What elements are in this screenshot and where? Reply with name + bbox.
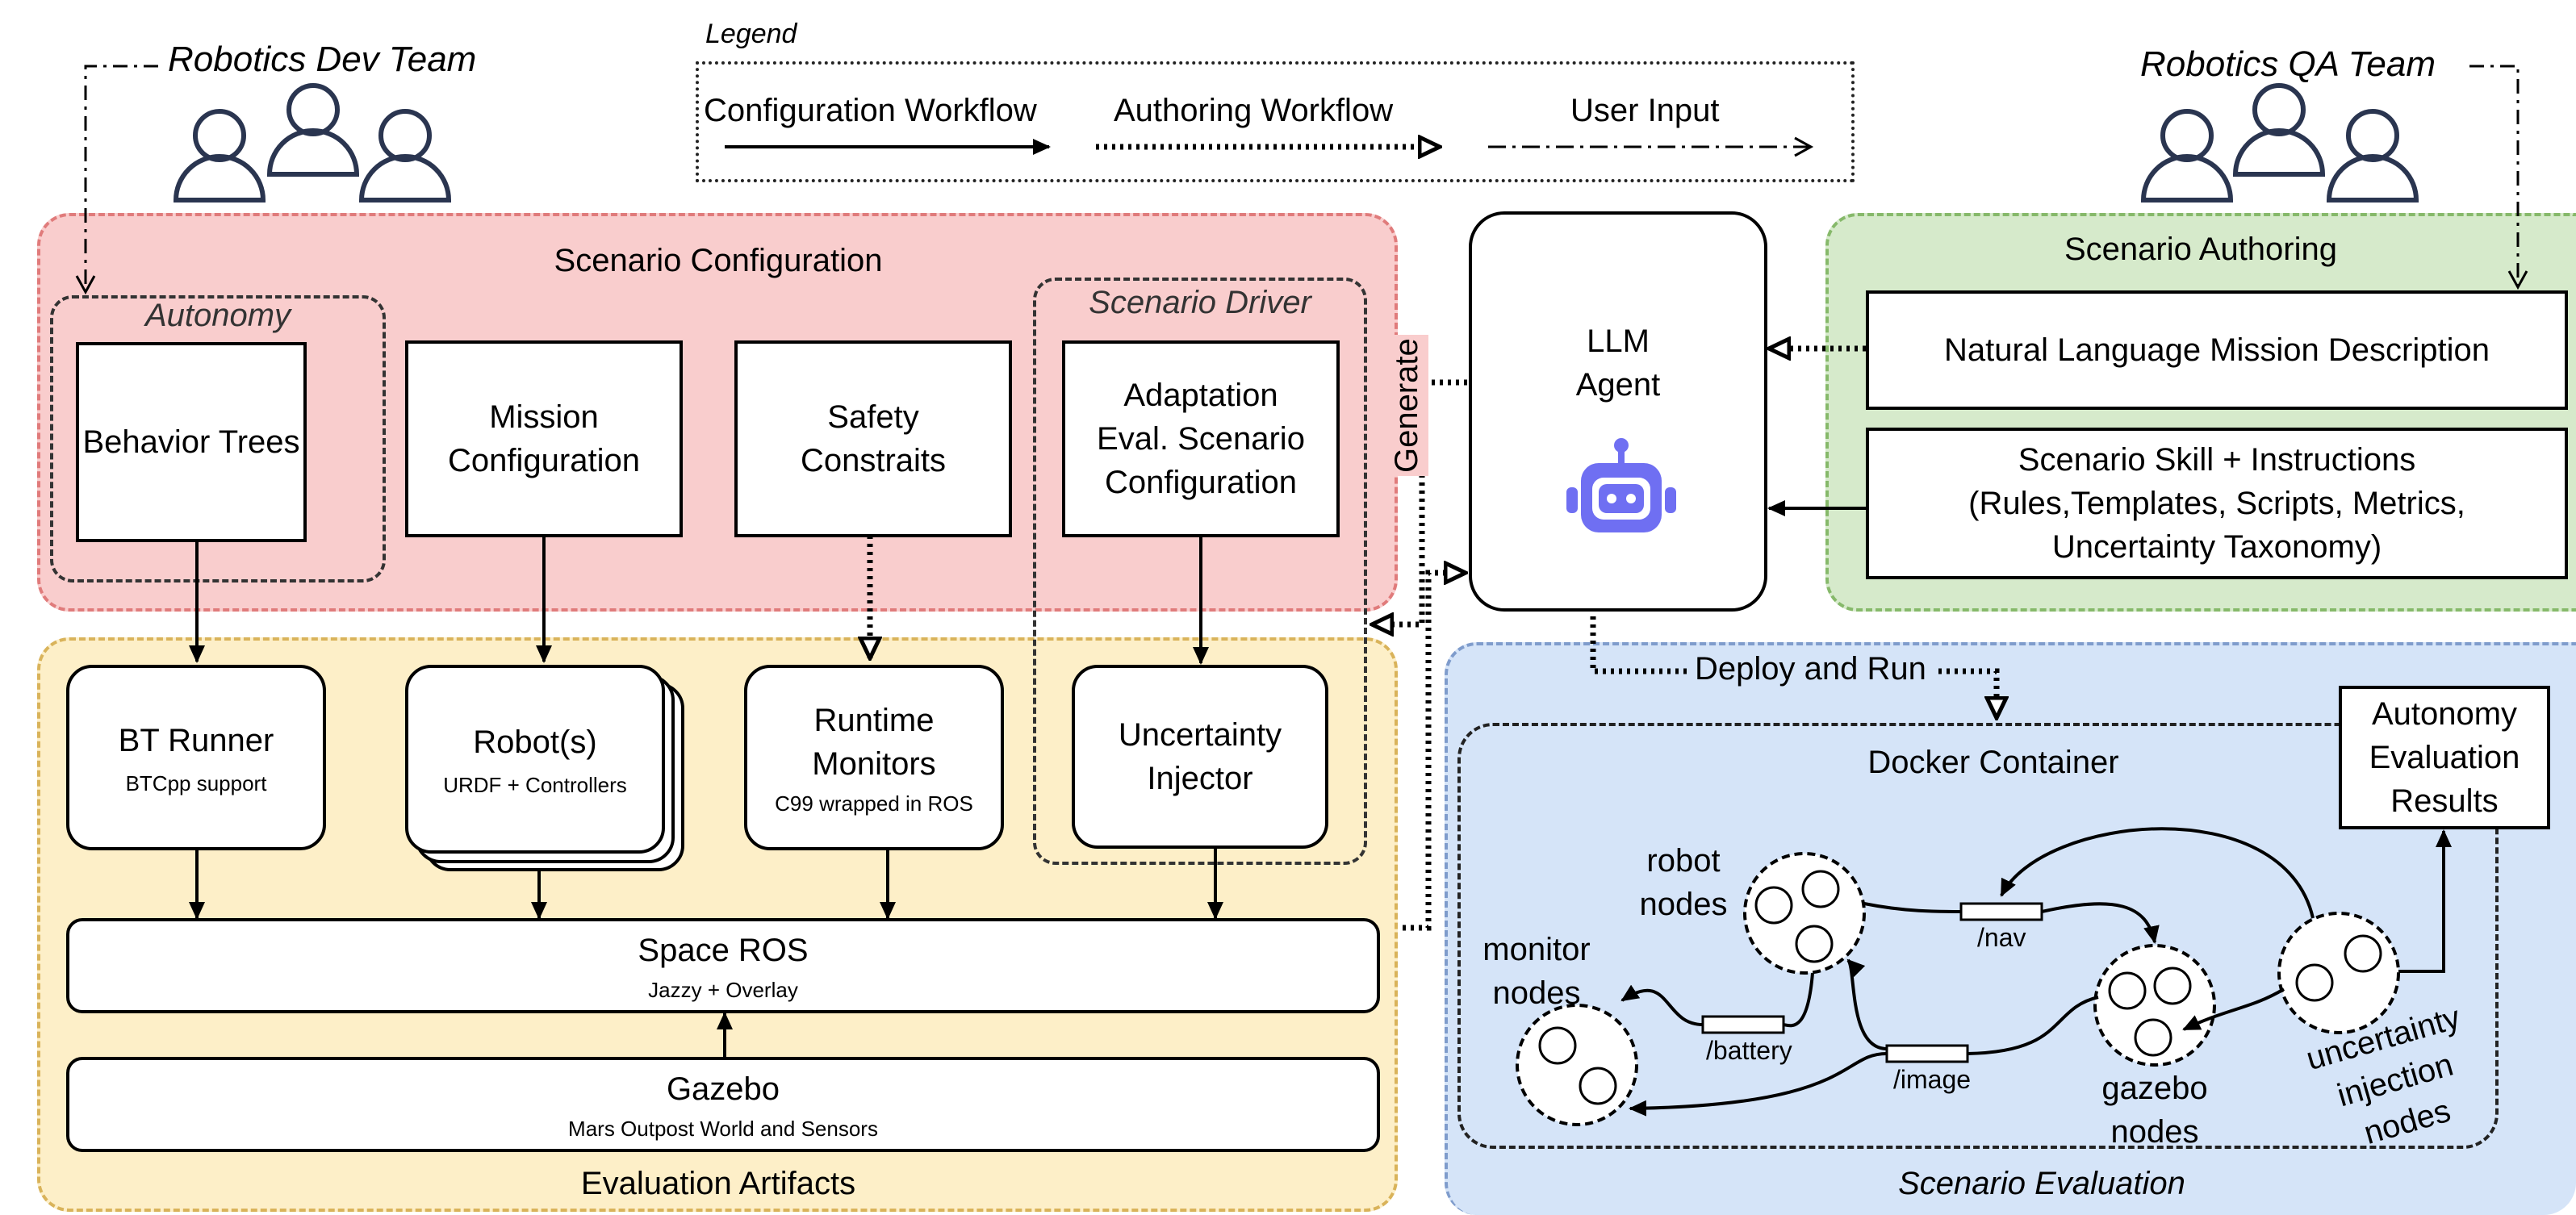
generate-label: Generate	[1385, 335, 1428, 476]
scenario-authoring-title: Scenario Authoring	[2064, 232, 2337, 267]
monitor-nodes-label-line: nodes	[1492, 975, 1581, 1011]
topic-image-bar	[1885, 1044, 1969, 1063]
bt-runner-box: BT Runner BTCpp support	[66, 665, 326, 850]
bt-runner-title: BT Runner	[118, 723, 274, 758]
scenario-driver-group	[1033, 278, 1367, 865]
monitor-nodes-label-line: monitor	[1482, 932, 1591, 967]
space-ros-sub: Jazzy + Overlay	[648, 978, 798, 1002]
evaluation-results-line: Results	[2390, 783, 2499, 819]
qa-team-label: Robotics QA Team	[2140, 44, 2436, 84]
deploy-and-run-label: Deploy and Run	[1693, 647, 1928, 691]
evaluation-results-box: Autonomy Evaluation Results	[2339, 686, 2550, 829]
behavior-trees-box: Behavior Trees	[76, 342, 307, 542]
space-ros-box: Space ROS Jazzy + Overlay	[66, 918, 1380, 1013]
evaluation-results-line: Evaluation	[2369, 740, 2520, 775]
docker-container-title: Docker Container	[1867, 745, 2119, 780]
topic-nav-bar	[1959, 902, 2043, 921]
legend-user-input-label: User Input	[1570, 93, 1720, 128]
scenario-driver-label: Scenario Driver	[1089, 285, 1311, 320]
mission-configuration-label-line: Configuration	[448, 443, 640, 478]
evaluation-artifacts-title: Evaluation Artifacts	[580, 1166, 856, 1201]
gazebo-nodes-label-line: nodes	[2110, 1114, 2199, 1150]
adaptation-label-line: Adaptation	[1123, 378, 1278, 413]
dev-team-icon	[173, 83, 452, 202]
legend-authoring-label: Authoring Workflow	[1114, 93, 1394, 128]
llm-agent-title-line: Agent	[1575, 367, 1661, 403]
uncertainty-nodes-cluster	[2277, 912, 2400, 1034]
topic-battery-bar	[1701, 1015, 1785, 1034]
runtime-monitors-title-line: Monitors	[812, 746, 936, 782]
evaluation-results-line: Autonomy	[2371, 696, 2518, 732]
topic-nav-label: /nav	[1977, 923, 2026, 952]
gazebo-nodes-label-line: gazebo	[2101, 1071, 2208, 1106]
gazebo-nodes-label: gazebo nodes	[2082, 1067, 2227, 1154]
scenario-skill-line: Uncertainty Taxonomy)	[2051, 529, 2382, 565]
behavior-trees-label: Behavior Trees	[82, 424, 300, 460]
scenario-configuration-title: Scenario Configuration	[554, 243, 883, 278]
mission-description-box: Natural Language Mission Description	[1866, 290, 2568, 410]
uncertainty-injector-line: Injector	[1147, 761, 1253, 796]
qa-team-icon	[2140, 83, 2419, 202]
monitor-nodes-label: monitor nodes	[1464, 928, 1609, 1015]
topic-image-label: /image	[1893, 1065, 1972, 1094]
monitor-nodes-cluster	[1516, 1004, 1638, 1126]
autonomy-group	[50, 295, 386, 582]
robots-title: Robot(s)	[473, 724, 597, 760]
robots-box: Robot(s) URDF + Controllers	[405, 665, 665, 854]
space-ros-title: Space ROS	[638, 933, 809, 968]
scenario-evaluation-title: Scenario Evaluation	[1898, 1166, 2185, 1201]
adaptation-configuration-box: Adaptation Eval. Scenario Configuration	[1062, 340, 1340, 537]
scenario-skill-line: (Rules,Templates, Scripts, Metrics,	[1968, 486, 2465, 521]
runtime-monitors-box: Runtime Monitors C99 wrapped in ROS	[744, 665, 1004, 850]
legend-box	[696, 61, 1855, 182]
gazebo-nodes-cluster	[2093, 944, 2216, 1067]
mission-description-label: Natural Language Mission Description	[1944, 332, 2490, 368]
robot-nodes-label: robot nodes	[1619, 839, 1748, 926]
robots-sub: URDF + Controllers	[443, 773, 627, 797]
uncertainty-injector-box: Uncertainty Injector	[1072, 665, 1328, 849]
legend-title: Legend	[705, 19, 797, 49]
scenario-skill-line: Scenario Skill + Instructions	[2018, 442, 2416, 478]
gazebo-box: Gazebo Mars Outpost World and Sensors	[66, 1057, 1380, 1152]
safety-label-line: Constraits	[800, 443, 947, 478]
gazebo-sub: Mars Outpost World and Sensors	[568, 1117, 878, 1141]
gazebo-title: Gazebo	[666, 1071, 780, 1107]
bt-runner-sub: BTCpp support	[125, 771, 267, 795]
robot-nodes-label-line: nodes	[1639, 887, 1728, 922]
legend-configuration-label: Configuration Workflow	[704, 93, 1037, 128]
robot-nodes-label-line: robot	[1646, 843, 1721, 879]
llm-agent-box: LLM Agent	[1469, 211, 1767, 612]
adaptation-label-line: Eval. Scenario	[1097, 421, 1305, 457]
llm-agent-title-line: LLM	[1587, 324, 1650, 359]
dev-team-label: Robotics Dev Team	[168, 40, 477, 79]
autonomy-label: Autonomy	[144, 298, 291, 333]
safety-label-line: Safety	[827, 399, 919, 435]
mission-configuration-label-line: Mission	[489, 399, 599, 435]
topic-battery-label: /battery	[1706, 1036, 1792, 1065]
adaptation-label-line: Configuration	[1105, 465, 1297, 500]
uncertainty-injector-line: Uncertainty	[1118, 717, 1282, 753]
safety-constraints-box: Safety Constraits	[734, 340, 1012, 537]
robot-icon	[1566, 438, 1676, 532]
runtime-monitors-title-line: Runtime	[813, 703, 935, 738]
robot-nodes-cluster	[1743, 852, 1866, 975]
scenario-skill-box: Scenario Skill + Instructions (Rules,Tem…	[1866, 428, 2568, 579]
runtime-monitors-sub: C99 wrapped in ROS	[775, 791, 973, 816]
llm-agent-title: LLM Agent	[1472, 319, 1764, 407]
docker-container-group	[1457, 723, 2499, 1149]
mission-configuration-box: Mission Configuration	[405, 340, 683, 537]
